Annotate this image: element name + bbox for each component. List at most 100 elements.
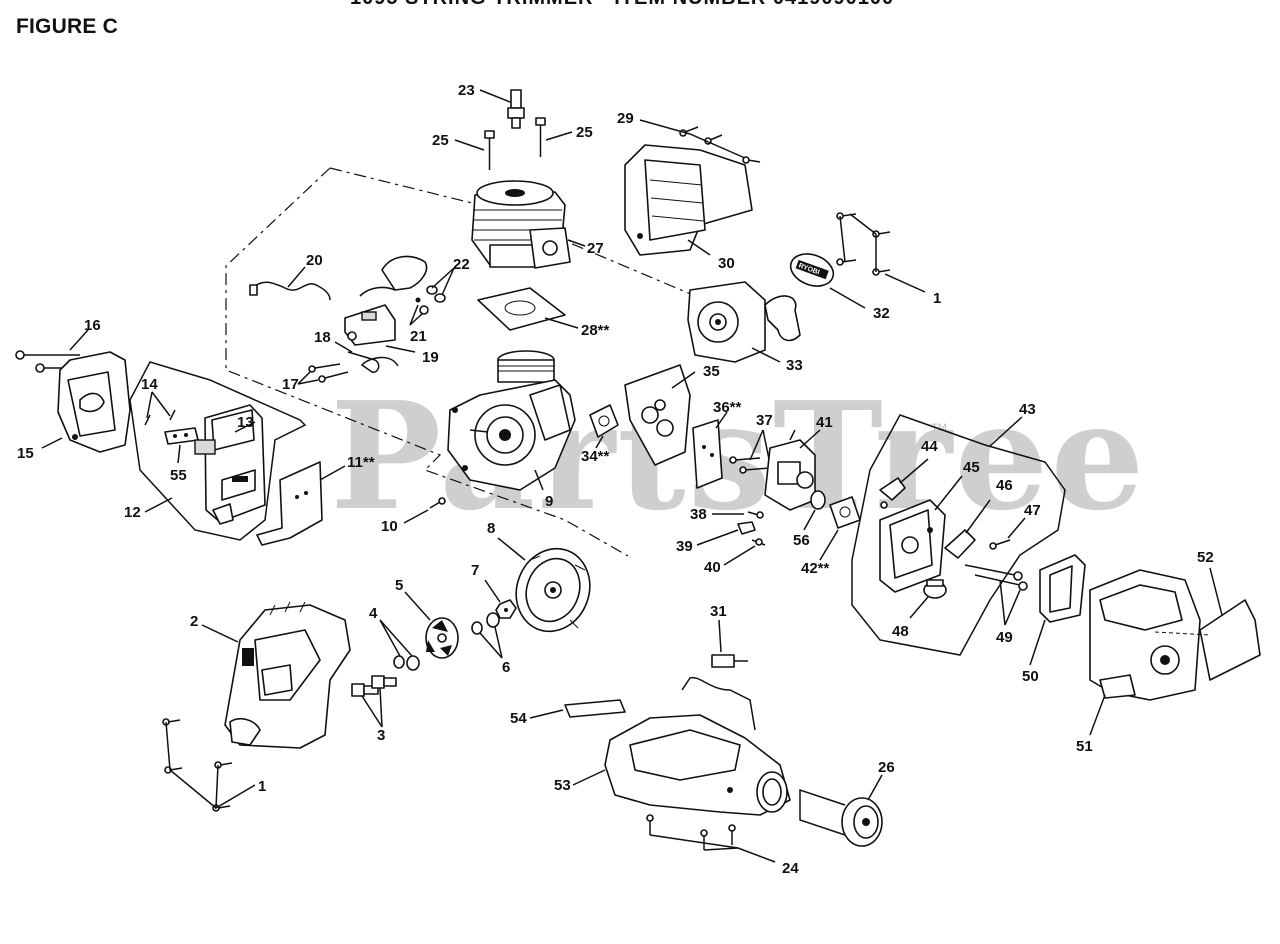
cover-bolts[interactable]	[964, 564, 1028, 591]
muffler[interactable]	[204, 404, 266, 525]
callout-6: 6	[502, 659, 510, 676]
primer-bulb[interactable]	[923, 579, 947, 599]
callout-40: 40	[704, 559, 721, 576]
intake-insulator[interactable]	[624, 364, 691, 466]
air-filter-gasket[interactable]	[829, 496, 861, 529]
clutch-washers[interactable]	[393, 655, 420, 671]
engine-side-housing[interactable]	[57, 351, 131, 453]
cylinder-bolt-right[interactable]	[535, 117, 546, 157]
callout-28: 28**	[581, 322, 610, 339]
purge-line[interactable]	[737, 521, 756, 535]
exhaust-gasket-plate[interactable]	[256, 461, 323, 546]
recoil-starter[interactable]	[687, 281, 801, 363]
air-filter-outline	[851, 414, 1066, 656]
intake-gasket[interactable]	[589, 404, 619, 438]
air-filter-cover[interactable]	[1089, 569, 1201, 701]
callout-11: 11**	[347, 454, 375, 471]
callout-14: 14	[141, 376, 158, 393]
flywheel-nut[interactable]	[495, 599, 517, 619]
muffler-screws[interactable]	[144, 409, 176, 426]
callout-19: 19	[422, 349, 439, 366]
callout-2: 2	[190, 613, 198, 630]
callout-41: 41	[816, 414, 833, 431]
callout-16: 16	[84, 317, 101, 334]
filter-screw[interactable]	[989, 539, 1011, 550]
primer-fitting[interactable]	[751, 538, 766, 546]
cylinder-gasket[interactable]	[477, 287, 566, 331]
crankcase-screw[interactable]	[429, 497, 446, 509]
carburetor-screws[interactable]	[729, 456, 771, 474]
housing-bolts[interactable]	[15, 350, 100, 373]
callout-1-top: 1	[933, 290, 941, 307]
choke-lever[interactable]	[879, 477, 906, 509]
callout-49: 49	[996, 629, 1013, 646]
fuel-filter[interactable]	[711, 654, 748, 668]
callout-17: 17	[282, 376, 299, 393]
callout-3: 3	[377, 727, 385, 744]
flywheel-washers[interactable]	[471, 612, 500, 635]
callout-21: 21	[410, 328, 427, 345]
callout-7: 7	[471, 562, 479, 579]
clutch-housing[interactable]	[224, 601, 351, 749]
callout-25-right: 25	[576, 124, 593, 141]
ignition-module[interactable]	[344, 255, 428, 346]
callout-23: 23	[458, 82, 475, 99]
cover-label[interactable]	[1199, 599, 1261, 681]
watermark-tm: ™	[930, 420, 948, 440]
muffler-bracket[interactable]	[164, 427, 216, 455]
callout-12: 12	[124, 504, 141, 521]
callout-33: 33	[786, 357, 803, 374]
callout-32: 32	[873, 305, 890, 322]
choke-plate[interactable]	[944, 529, 976, 559]
callout-1-bottom: 1	[258, 778, 266, 795]
engine-assembly-outline	[225, 167, 629, 557]
callout-30: 30	[718, 255, 735, 272]
clutch-shoulder-bolts[interactable]	[351, 675, 397, 697]
cylinder-bolt-left[interactable]	[484, 130, 495, 170]
callout-42: 42**	[801, 560, 830, 577]
callout-24: 24	[782, 860, 799, 877]
callout-39: 39	[676, 538, 693, 555]
callout-4: 4	[369, 605, 378, 622]
callout-45: 45	[963, 459, 980, 476]
clutch[interactable]	[425, 617, 459, 659]
starter-screws[interactable]	[836, 212, 891, 276]
callout-37: 37	[756, 412, 773, 429]
callout-9: 9	[545, 493, 553, 510]
module-bolts[interactable]	[308, 351, 399, 383]
callout-35: 35	[703, 363, 720, 380]
crankcase[interactable]	[447, 350, 576, 491]
fuel-line-fitting[interactable]	[747, 511, 764, 519]
callout-26: 26	[878, 759, 895, 776]
callout-55: 55	[170, 467, 187, 484]
tank-screws[interactable]	[646, 814, 736, 850]
air-filter-base[interactable]	[879, 499, 946, 593]
callout-20: 20	[306, 252, 323, 269]
callout-48: 48	[892, 623, 909, 640]
carburetor-gasket[interactable]	[692, 419, 723, 489]
housing-screws[interactable]	[162, 718, 233, 812]
cylinder-shroud[interactable]	[624, 144, 753, 256]
callout-44: 44	[921, 438, 938, 455]
callout-53: 53	[554, 777, 571, 794]
callout-8: 8	[487, 520, 495, 537]
module-washers[interactable]	[415, 285, 446, 315]
fuel-tank[interactable]	[604, 676, 791, 816]
spark-plug[interactable]	[507, 89, 525, 129]
o-ring[interactable]	[810, 490, 826, 510]
callout-34: 34**	[581, 448, 610, 465]
starter-badge[interactable]: RYOBI	[786, 248, 838, 291]
air-filter-element[interactable]	[1039, 554, 1086, 623]
callout-54: 54	[510, 710, 527, 727]
callout-27: 27	[587, 240, 604, 257]
fuel-tank-label[interactable]	[564, 699, 626, 718]
fuel-cap[interactable]	[799, 788, 883, 847]
callout-36: 36**	[713, 399, 742, 416]
callout-31: 31	[710, 603, 727, 620]
cylinder[interactable]	[471, 180, 571, 269]
callout-38: 38	[690, 506, 707, 523]
flywheel[interactable]	[505, 538, 601, 642]
page-title-partial: 1095 STRING TRIMMER - ITEM NUMBER 041909…	[350, 0, 894, 10]
ground-wire[interactable]	[249, 281, 331, 301]
